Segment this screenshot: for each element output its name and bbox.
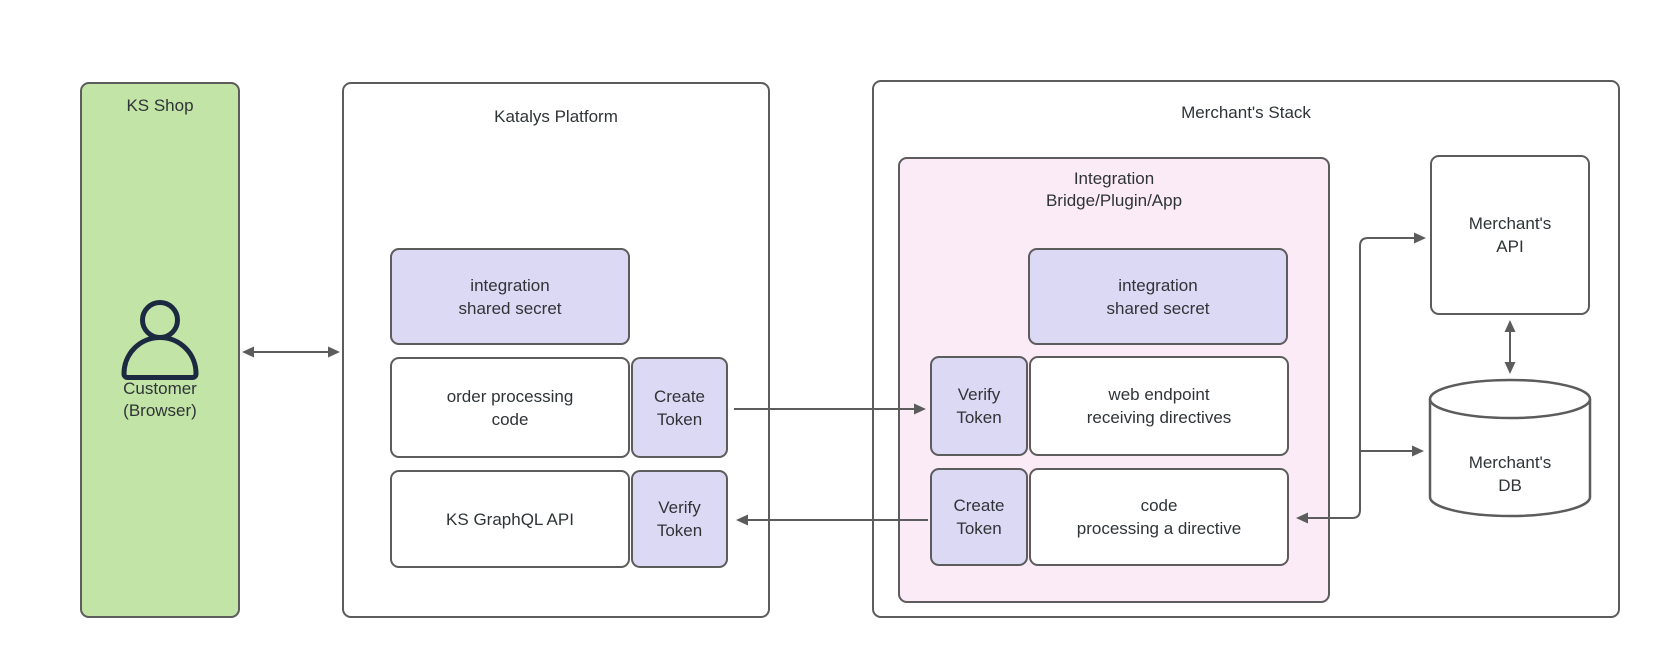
merchants-api-line1: Merchant's [1468,214,1552,233]
person-icon [120,282,200,380]
order-processing-box: order processing code [390,357,630,458]
integration-bridge-container: Integration Bridge/Plugin/App integratio… [898,157,1330,603]
katalys-create-token-box: Create Token [631,357,728,458]
merchants-db-label: Merchant's DB [1428,378,1592,518]
code-processing-line2: processing a directive [1076,519,1242,538]
ks-shop-container: KS Shop Customer (Browser) [80,82,240,618]
merchants-db-line2: DB [1498,476,1522,495]
katalys-platform-title: Katalys Platform [494,107,618,126]
katalys-verify-token-line2: Token [656,521,703,540]
web-endpoint-line2: receiving directives [1086,408,1232,427]
bridge-create-token-line1: Create [953,496,1005,515]
bridge-shared-secret-box: integration shared secret [1028,248,1288,345]
bridge-create-token-line2: Token [956,519,1002,538]
order-processing-line1: order processing [446,386,574,406]
merchants-api-line2: API [1496,237,1524,256]
merchants-db-line1: Merchant's [1468,453,1552,472]
integration-bridge-title-line2: Bridge/Plugin/App [1045,191,1183,210]
customer-label: Customer (Browser) [82,378,238,422]
code-processing-box: code processing a directive [1029,468,1289,566]
merchants-db-cylinder: Merchant's DB [1428,378,1592,518]
katalys-platform-container: Katalys Platform integration shared secr… [342,82,770,618]
order-processing-line2: code [491,409,529,429]
web-endpoint-box: web endpoint receiving directives [1029,356,1289,456]
integration-bridge-title-line1: Integration [1073,169,1155,188]
merchants-stack-title: Merchant's Stack [1181,103,1311,122]
katalys-create-token-line1: Create [653,386,706,406]
merchants-stack-container: Merchant's Stack Integration Bridge/Plug… [872,80,1620,618]
katalys-verify-token-line1: Verify [658,498,701,517]
ks-shop-title: KS Shop [126,96,194,115]
ks-graphql-api-box: KS GraphQL API [390,470,630,568]
katalys-create-token-line2: Token [656,409,703,429]
code-processing-line1: code [1140,496,1178,515]
katalys-shared-secret-line2: shared secret [458,298,562,318]
bridge-shared-secret-line1: integration [1118,275,1198,295]
katalys-shared-secret-box: integration shared secret [390,248,630,345]
integration-bridge-title: Integration Bridge/Plugin/App [900,168,1328,212]
customer-label-line2: (Browser) [123,401,197,420]
ks-graphql-api-label: KS GraphQL API [446,509,574,529]
bridge-verify-token-line1: Verify [957,385,1001,404]
web-endpoint-line1: web endpoint [1108,385,1210,404]
bridge-create-token-box: Create Token [930,468,1028,566]
bridge-shared-secret-line2: shared secret [1106,298,1210,318]
merchants-api-box: Merchant's API [1430,155,1590,315]
bridge-verify-token-line2: Token [956,408,1002,427]
bridge-verify-token-box: Verify Token [930,356,1028,456]
katalys-shared-secret-line1: integration [470,275,550,295]
katalys-verify-token-box: Verify Token [631,470,728,568]
customer-label-line1: Customer [123,379,197,398]
